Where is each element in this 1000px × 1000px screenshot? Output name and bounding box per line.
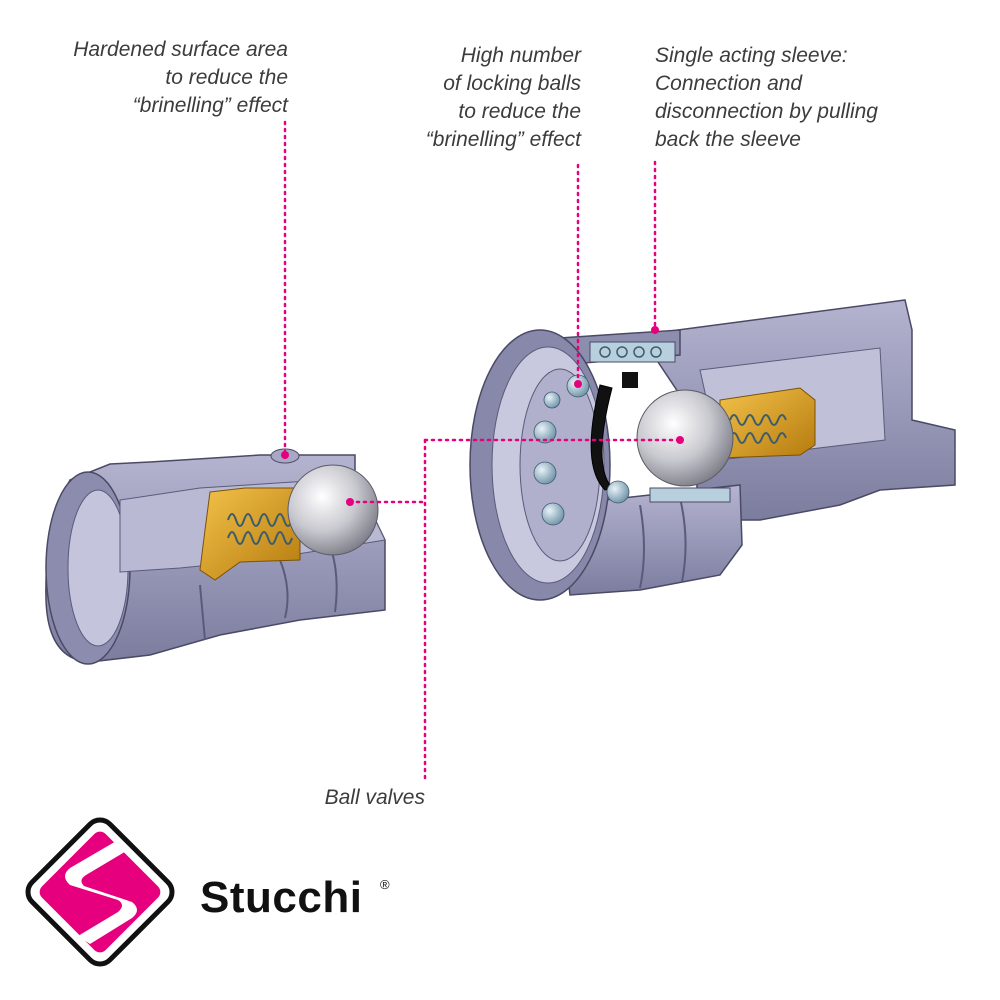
label-ball-valves: Ball valves [325,784,425,812]
leader-dots [281,326,684,506]
label-line: back the sleeve [655,128,801,151]
leader-lines [283,120,682,780]
locking-ball [543,391,561,409]
sleeve-spring-chamber [589,341,676,363]
brand-registered-mark: ® [380,877,390,892]
locking-ball [606,480,630,504]
locking-ball [533,461,557,485]
sleeve-ridge-2 [679,497,687,583]
male-coupling [45,448,386,665]
leader-dot [281,451,289,459]
female-spring [729,414,787,444]
female-spring-cup [719,387,816,459]
label-line: to reduce the [458,100,581,123]
female-ball-valve [636,389,734,487]
label-line: Ball valves [324,786,425,809]
leader-dot [346,498,354,506]
brand-name: Stucchi [200,873,363,922]
leader-dot [676,436,684,444]
label-line: High number [460,44,581,67]
label-line: disconnection by pulling [655,100,878,123]
male-groove-2 [279,559,289,619]
label-line: “brinelling” effect [132,94,288,117]
male-spring [227,513,293,545]
female-coupling [469,299,956,601]
locking-ball [533,420,557,444]
label-hardened-surface: Hardened surface area to reduce the “bri… [73,36,288,120]
label-line: Hardened surface area [73,38,288,61]
sleeve-spring [599,346,662,358]
sleeve-ridge-1 [639,504,645,589]
male-groove-1 [199,584,206,641]
female-seal-block [622,372,638,388]
male-mouth-inner [67,489,129,647]
label-single-acting-sleeve: Single acting sleeve: Connection and dis… [655,42,878,154]
label-line: Single acting sleeve: [655,44,848,67]
label-line: “brinelling” effect [425,128,581,151]
locking-ball [541,502,565,526]
label-line: Connection and [655,72,803,95]
label-line: of locking balls [443,72,581,95]
stucchi-logo [25,817,175,967]
male-ball-valve [287,464,379,556]
logo-s-mark [65,840,137,944]
label-locking-balls: High number of locking balls to reduce t… [426,42,581,154]
lower-spring-chamber [649,487,731,503]
leader-dot [651,326,659,334]
leader-dot [574,380,582,388]
label-line: to reduce the [165,66,288,89]
